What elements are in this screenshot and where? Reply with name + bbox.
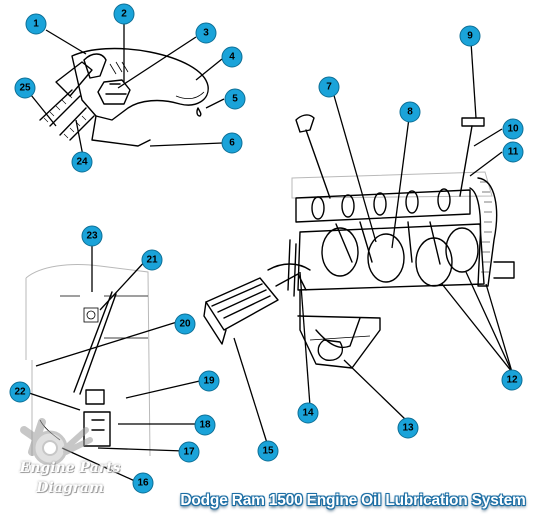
callout-23: 23 — [81, 225, 103, 247]
callout-13: 13 — [397, 417, 419, 439]
callout-11: 11 — [502, 141, 524, 163]
callout-17: 17 — [178, 441, 200, 463]
callout-number: 14 — [302, 408, 314, 419]
callout-number: 4 — [229, 52, 235, 63]
inset-oil-filler — [39, 47, 209, 147]
callout-number: 18 — [199, 420, 211, 431]
callout-number: 23 — [86, 231, 98, 242]
callout-22: 22 — [9, 381, 31, 403]
callout-10: 10 — [502, 118, 524, 140]
callout-9: 9 — [459, 25, 481, 47]
callout-12: 12 — [501, 369, 523, 391]
callout-7: 7 — [318, 76, 340, 98]
callout-3: 3 — [195, 22, 217, 44]
callout-number: 5 — [232, 94, 238, 105]
callout-number: 3 — [203, 28, 209, 39]
callout-24: 24 — [71, 151, 93, 173]
callout-number: 1 — [33, 19, 39, 30]
callout-4: 4 — [221, 46, 243, 68]
callout-8: 8 — [399, 101, 421, 123]
callout-number: 24 — [76, 157, 88, 168]
callout-number: 17 — [183, 447, 195, 458]
callout-number: 13 — [402, 423, 414, 434]
callout-16: 16 — [132, 472, 154, 494]
callout-number: 10 — [507, 124, 519, 135]
callout-number: 6 — [229, 138, 235, 149]
callout-14: 14 — [297, 402, 319, 424]
callout-number: 7 — [326, 82, 332, 93]
callout-18: 18 — [194, 414, 216, 436]
callout-number: 8 — [407, 107, 413, 118]
engine-block — [203, 114, 515, 369]
callout-21: 21 — [141, 249, 163, 271]
callout-number: 21 — [146, 255, 158, 266]
diagram-title: Dodge Ram 1500 Engine Oil Lubrication Sy… — [180, 492, 526, 509]
callout-25: 25 — [14, 77, 36, 99]
callout-number: 16 — [137, 478, 149, 489]
callout-number: 19 — [203, 376, 215, 387]
callout-number: 11 — [508, 147, 519, 158]
callout-number: 15 — [262, 446, 274, 457]
callout-number: 9 — [467, 31, 473, 42]
callout-5: 5 — [224, 88, 246, 110]
callout-6: 6 — [221, 132, 243, 154]
callout-number: 2 — [121, 9, 127, 20]
callout-1: 1 — [25, 13, 47, 35]
callout-number: 12 — [506, 375, 518, 386]
callout-20: 20 — [174, 313, 196, 335]
callout-15: 15 — [257, 440, 279, 462]
inset-oil-sender — [25, 264, 151, 457]
callout-19: 19 — [198, 370, 220, 392]
callout-number: 20 — [179, 319, 191, 330]
callout-number: 25 — [19, 83, 31, 94]
callout-number: 22 — [14, 387, 26, 398]
callout-2: 2 — [113, 3, 135, 25]
